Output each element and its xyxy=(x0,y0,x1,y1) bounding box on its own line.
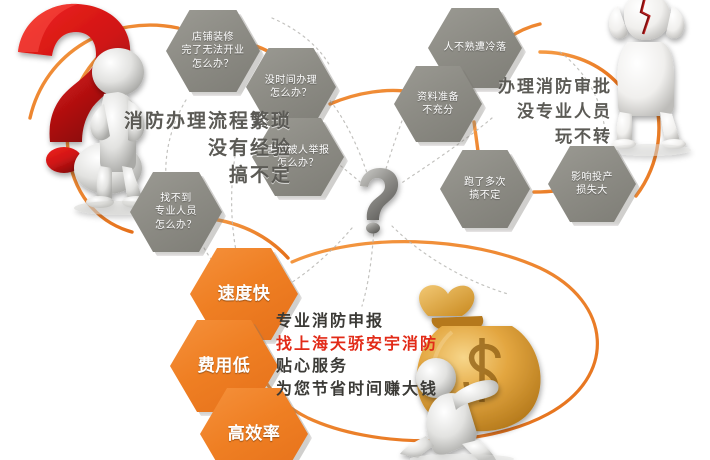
headline-right: 办理消防审批 没专业人员 玩不转 xyxy=(498,72,612,147)
head-cracking-person-figure xyxy=(607,0,691,156)
hex-line: 人不熟遭冷落 xyxy=(443,42,507,54)
problem-hex-production-loss[interactable]: 影响投产 损失大 xyxy=(548,146,636,222)
problem-hex-no-time[interactable]: 没时间办理 怎么办？ xyxy=(246,48,336,126)
headline-line: 搞不定 xyxy=(229,164,293,186)
hex-line: 损失大 xyxy=(576,185,608,196)
hex-line: 影响投产 xyxy=(571,171,613,183)
hex-line: 没时间办理 xyxy=(264,74,318,86)
problem-hex-shop-decor[interactable]: 店铺装修 完了无法开业 怎么办？ xyxy=(166,10,260,92)
hex-line: 专业人员 xyxy=(155,206,197,218)
hex-line: 怎么办？ xyxy=(270,88,312,99)
benefit-hex-label: 高效率 xyxy=(227,423,281,444)
headline-line: 玩不转 xyxy=(555,127,612,147)
hex-line: 不充分 xyxy=(422,105,454,116)
hex-line: 害怕被人举报 xyxy=(266,144,330,156)
headline-line: 办理消防审批 xyxy=(498,77,612,97)
hex-line: 怎么办？ xyxy=(192,58,234,70)
money-bag-carrier-figure xyxy=(400,358,514,460)
problem-hex-many-trips[interactable]: 跑了多次 搞不定 xyxy=(440,150,530,228)
hex-line: 怎么办？ xyxy=(277,158,319,169)
benefit-hex-label: 速度快 xyxy=(217,283,271,304)
hex-line: 资料准备 xyxy=(417,91,459,103)
hex-line: 店铺装修 xyxy=(192,31,234,43)
hex-line: 搞不定 xyxy=(469,190,501,201)
headline-line: 没专业人员 xyxy=(517,102,612,122)
promo-line-4: 为您节省时间赚大钱 xyxy=(276,379,439,399)
promo-line-1: 专业消防申报 xyxy=(276,311,385,330)
promo-line-brand: 找上海天骄安宇消防 xyxy=(276,333,439,353)
promo-line-3: 贴心服务 xyxy=(276,356,349,376)
benefit-hex-label: 费用低 xyxy=(197,355,251,376)
hex-line: 跑了多次 xyxy=(464,176,506,188)
hex-line: 完了无法开业 xyxy=(181,45,245,57)
red-question-mark-icon xyxy=(18,3,131,173)
gray-question-mark-icon xyxy=(360,168,399,234)
headline-line: 消防办理流程繁琐 xyxy=(124,110,293,132)
headline-line: 没有经验 xyxy=(208,137,293,159)
hex-line: 怎么办？ xyxy=(155,219,197,231)
promo-text-block: 专业消防申报 找上海天骄安宇消防 贴心服务 为您节省时间赚大钱 xyxy=(276,310,438,401)
headline-left: 消防办理流程繁琐 没有经验 搞不定 xyxy=(124,106,292,187)
problem-hex-afraid-report[interactable]: 害怕被人举报 怎么办？ xyxy=(252,118,344,196)
hex-line: 找不到 xyxy=(160,192,192,204)
